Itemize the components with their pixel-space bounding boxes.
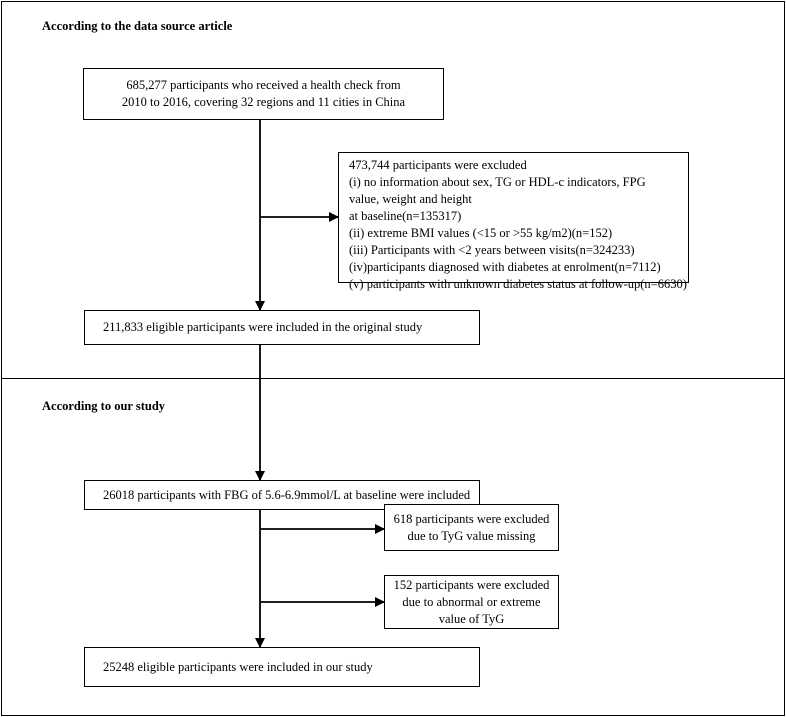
exclusion-criterion-iii: (iii) Participants with <2 years between… [349, 243, 635, 257]
initial-participants-line-2: 2010 to 2016, covering 32 regions and 11… [121, 95, 406, 109]
tyg-missing-line-2: due to TyG value missing [407, 528, 536, 543]
initial-participants-box: 685,277 participants who received a heal… [83, 68, 444, 120]
final-study-text: 25248 eligible participants were include… [103, 659, 373, 674]
original-study-text: 211,833 eligible participants were inclu… [103, 320, 423, 334]
our-study-section-title: According to our study [42, 399, 166, 413]
exclusion-criterion-i-cont: value, weight and height [349, 192, 472, 206]
exclusion-criterion-v: (v) participants with unknown diabetes s… [349, 277, 687, 291]
tyg-missing-excluded-box: 618 participants were excluded due to Ty… [384, 504, 559, 551]
exclusion-criterion-ii: (ii) extreme BMI values (<15 or >55 kg/m… [349, 226, 613, 240]
excluded-original-heading: 473,744 participants were excluded [349, 158, 527, 172]
initial-participants-line-1: 685,277 participants who received a heal… [126, 78, 401, 92]
exclusion-criterion-iv: (iv)participants diagnosed with diabetes… [349, 260, 661, 274]
data-source-section-title: According to the data source article [42, 19, 233, 33]
exclusion-criterion-i-count: at baseline(n=135317) [349, 209, 462, 223]
original-study-box: 211,833 eligible participants were inclu… [84, 310, 480, 345]
tyg-abnormal-line-1: 152 participants were excluded [393, 577, 550, 592]
final-study-box: 25248 eligible participants were include… [84, 647, 480, 687]
our-study-section [1, 378, 785, 716]
tyg-abnormal-line-3: value of TyG [438, 611, 505, 626]
tyg-abnormal-excluded-box: 152 participants were excluded due to ab… [384, 575, 559, 629]
fbg-included-text: 26018 participants with FBG of 5.6-6.9mm… [103, 487, 471, 502]
tyg-abnormal-line-2: due to abnormal or extreme [402, 594, 541, 609]
exclusion-criterion-i: (i) no information about sex, TG or HDL-… [349, 175, 646, 189]
tyg-missing-line-1: 618 participants were excluded [393, 511, 550, 526]
excluded-original-box: 473,744 participants were excluded (i) n… [338, 152, 689, 291]
